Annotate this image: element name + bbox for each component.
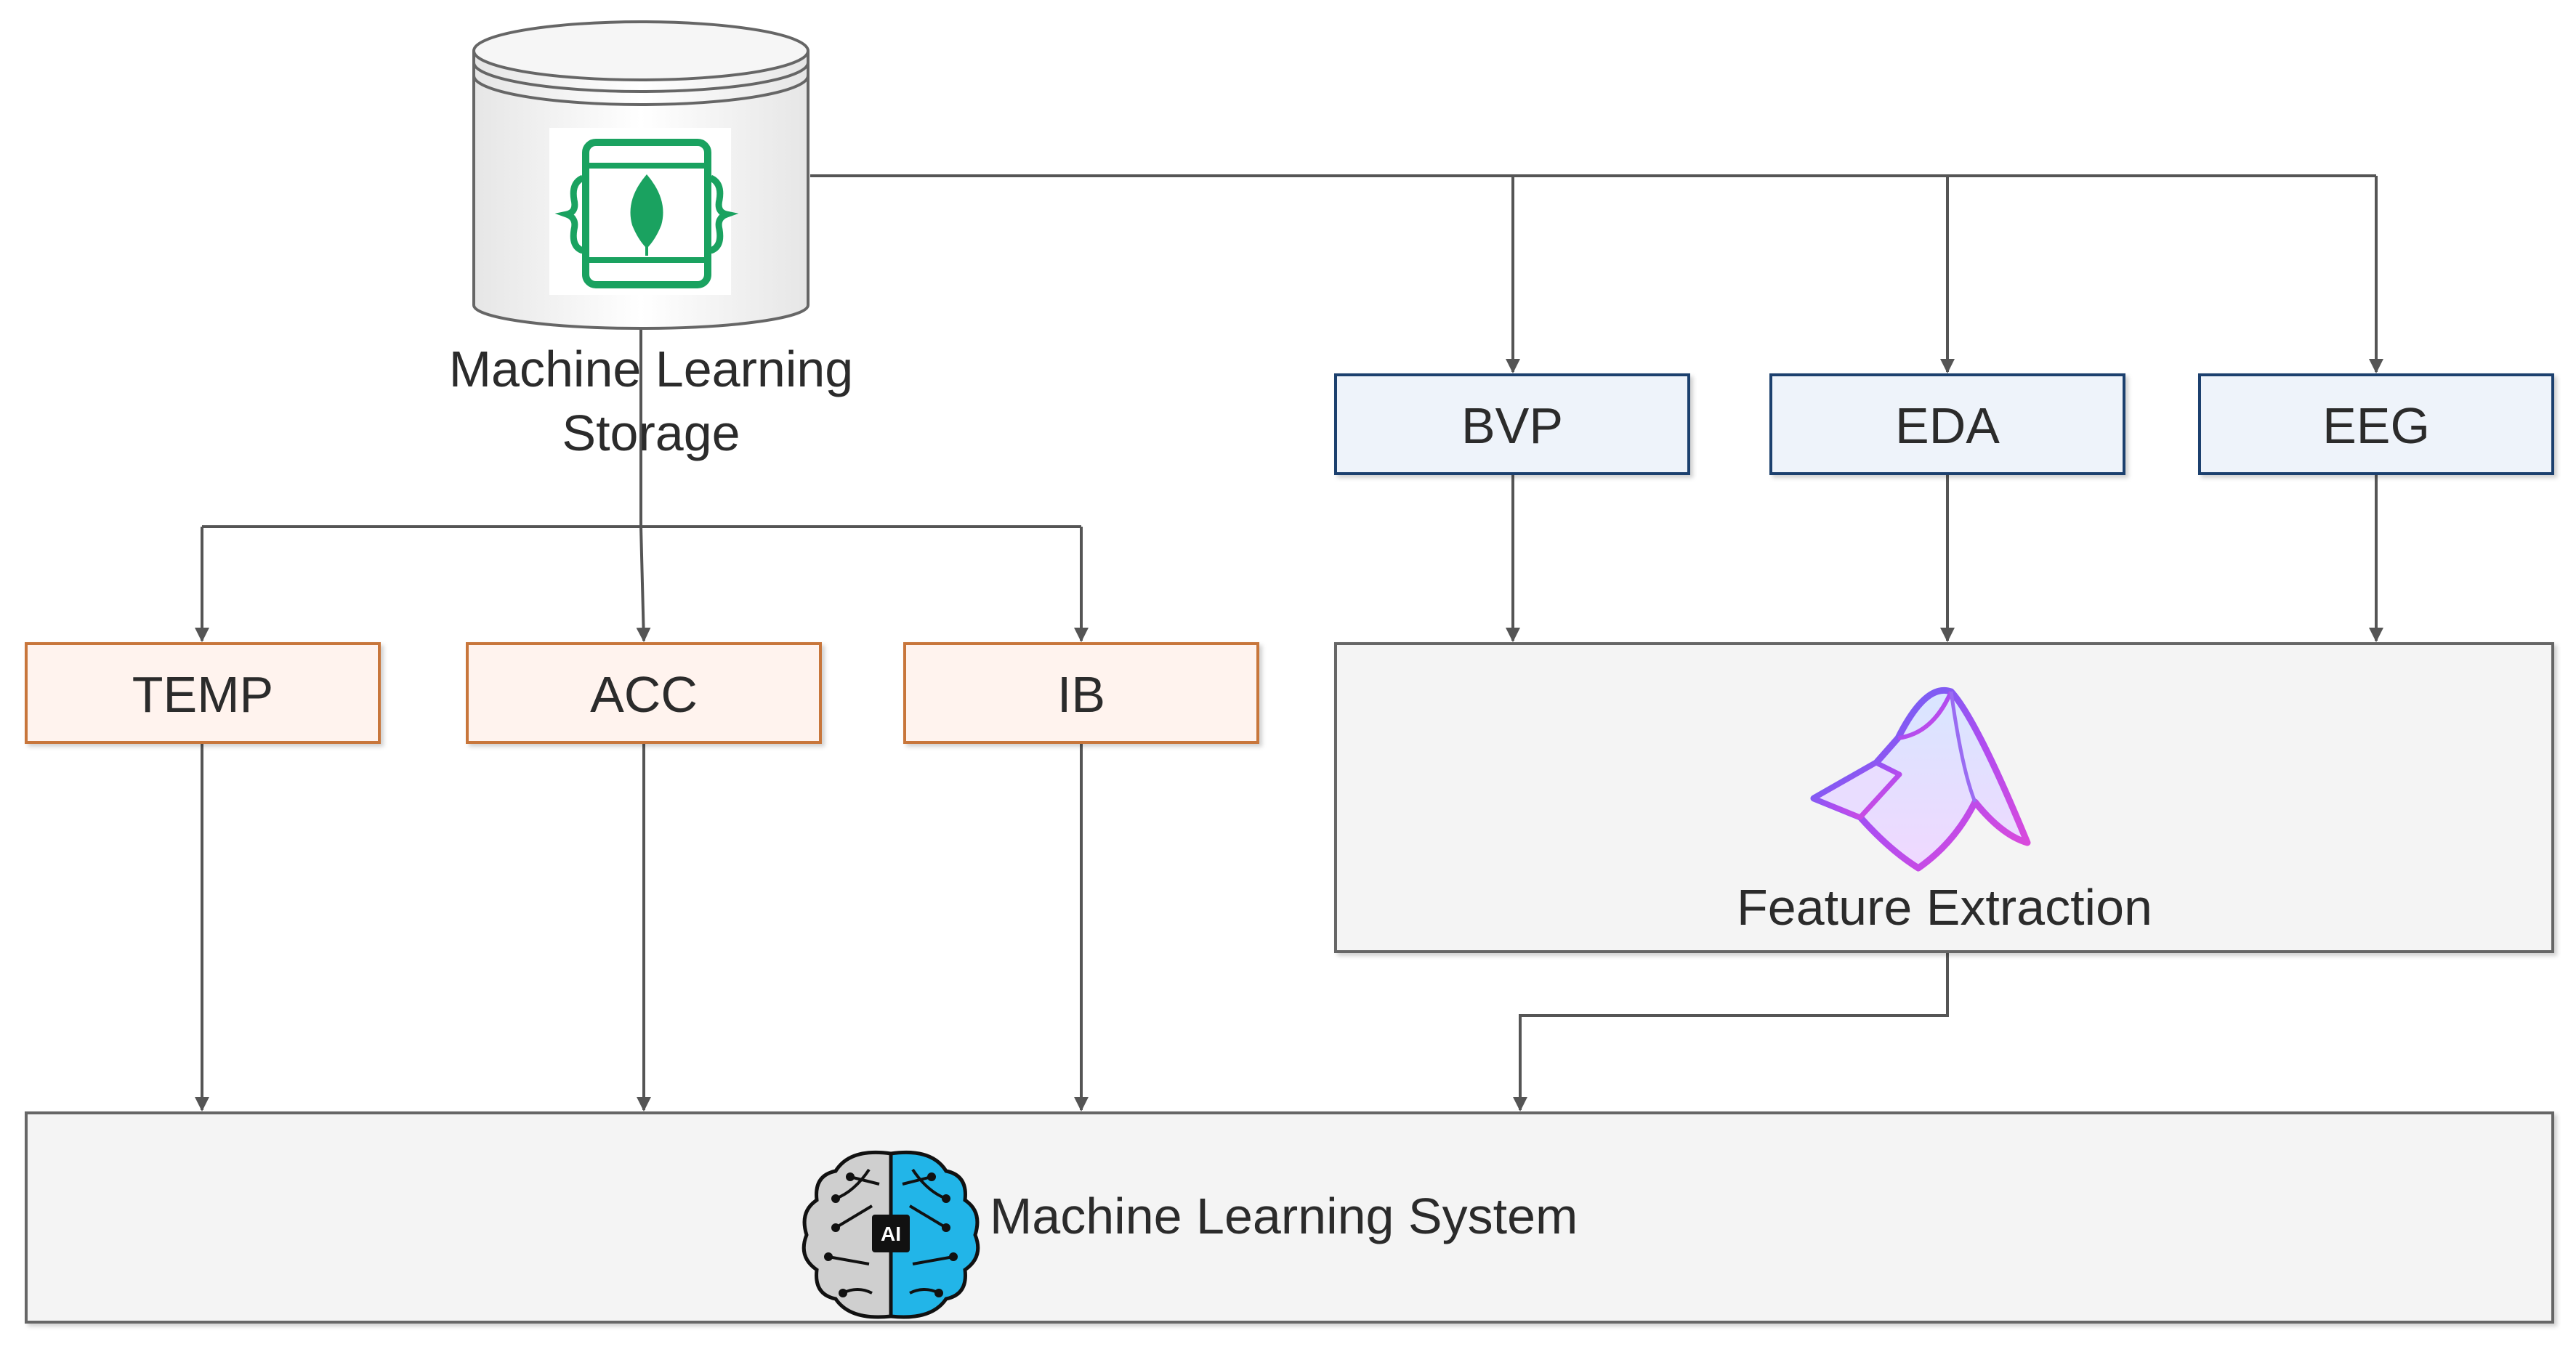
processed-signal-label: BVP xyxy=(1461,397,1563,454)
mongodb-leaf-icon xyxy=(549,128,739,295)
raw-signal-box-acc[interactable]: ACC xyxy=(466,642,822,744)
raw-signal-box-ib[interactable]: IB xyxy=(903,642,1259,744)
processed-signal-box-eda[interactable]: EDA xyxy=(1769,373,2125,475)
processed-signal-label: EEG xyxy=(2322,397,2430,454)
processed-signal-label: EDA xyxy=(1895,397,2000,454)
feature-extraction-label: Feature Extraction xyxy=(1737,879,2152,936)
raw-signal-label: TEMP xyxy=(132,666,273,723)
connector-storage-to-acc xyxy=(636,526,651,642)
connector-fe-to-ml xyxy=(1513,952,1949,1111)
raw-signal-label: IB xyxy=(1057,666,1105,723)
raw-signal-label: ACC xyxy=(590,666,698,723)
processed-signal-box-bvp[interactable]: BVP xyxy=(1334,373,1690,475)
connectors xyxy=(195,174,2383,1111)
ml-system-box[interactable]: AI Machine Learning System xyxy=(25,1111,2554,1324)
storage-cylinder-top xyxy=(472,20,809,81)
feature-extraction-box[interactable]: Feature Extraction xyxy=(1334,642,2554,953)
ai-chip-text: AI xyxy=(881,1223,901,1245)
storage-cylinder-ring-2 xyxy=(472,75,809,106)
raw-signal-box-temp[interactable]: TEMP xyxy=(25,642,381,744)
storage-node: Machine Learning Storage xyxy=(449,20,853,461)
processed-signal-box-eeg[interactable]: EEG xyxy=(2198,373,2554,475)
ai-brain-icon: AI xyxy=(802,1150,980,1319)
storage-cylinder-ring-1 xyxy=(472,62,809,93)
ml-system-label: Machine Learning System xyxy=(990,1188,1578,1244)
connector-storage-to-bvp xyxy=(810,174,2376,372)
storage-label-line1: Machine Learning xyxy=(449,341,853,397)
matlab-logo-icon xyxy=(1810,687,2031,872)
storage-label-line2: Storage xyxy=(562,405,740,461)
